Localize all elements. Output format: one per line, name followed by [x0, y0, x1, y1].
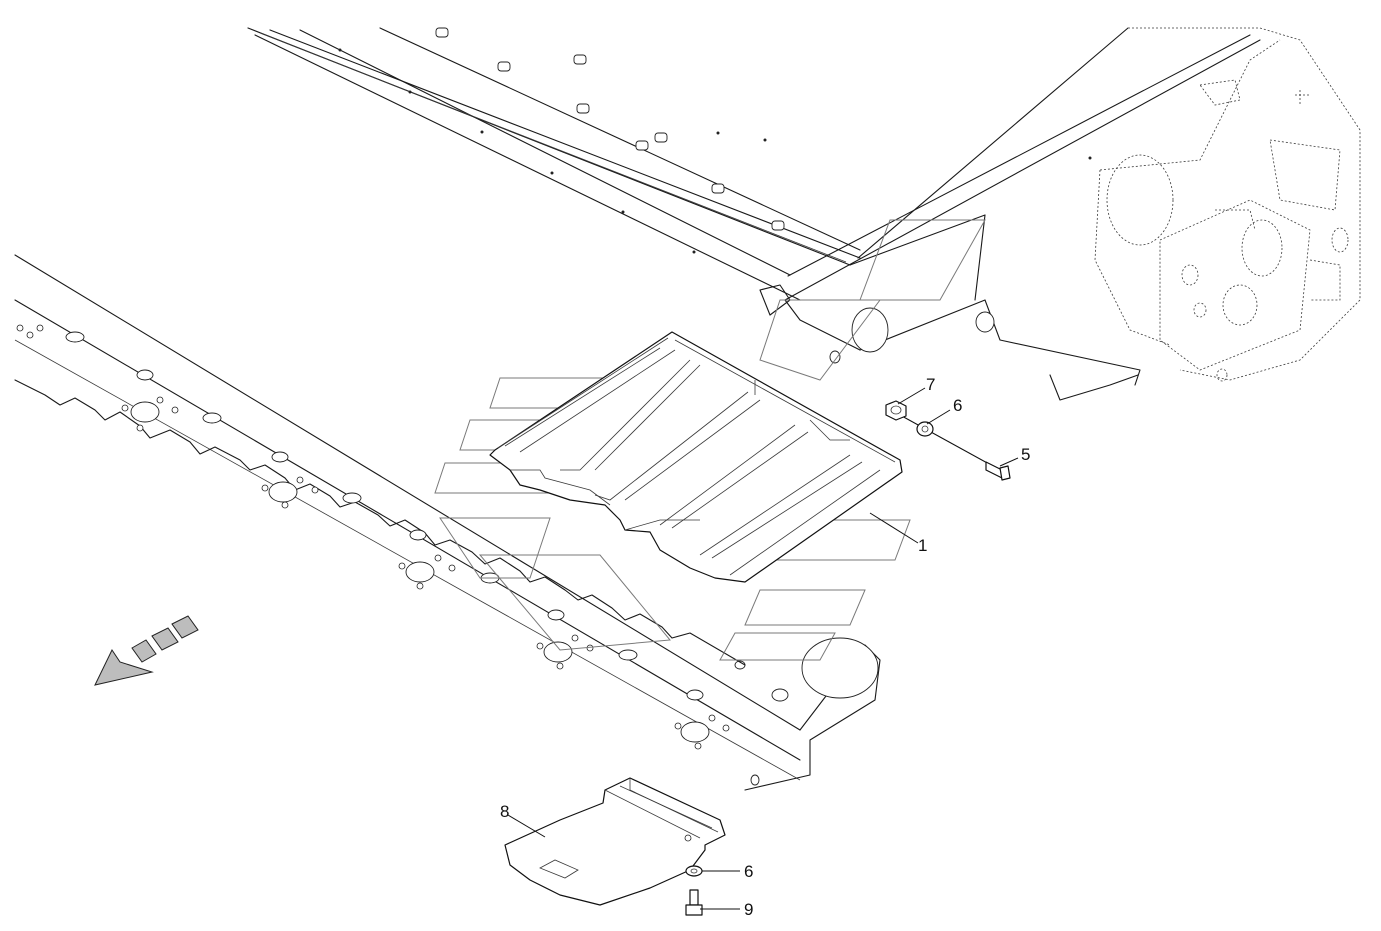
- callout-6-upper: 6: [953, 396, 962, 415]
- part-1-shield-plate: [489, 331, 903, 583]
- callout-1: 1: [918, 536, 927, 555]
- beam-slots: [435, 27, 785, 231]
- direction-arrow-icon: [94, 615, 199, 686]
- callout-7: 7: [926, 375, 935, 394]
- callout-5: 5: [1021, 445, 1030, 464]
- part-5-bolt-icon: [985, 461, 1011, 481]
- part-9-bolt-icon: [685, 889, 703, 916]
- part-6-washer-lower-icon: [685, 865, 703, 877]
- hardware-bolt-group: [885, 400, 1011, 481]
- upper-frame-beam: [247, 27, 1261, 401]
- leader-lines: [507, 387, 1019, 910]
- callout-8: 8: [500, 802, 509, 821]
- callout-6-lower: 6: [744, 862, 753, 881]
- part-6-washer-icon: [916, 421, 934, 437]
- part-7-nut-icon: [885, 400, 907, 421]
- part-8-lower-plate: [504, 777, 726, 906]
- beam-dots: [338, 48, 1092, 254]
- right-frame-assembly: [1094, 27, 1361, 382]
- bolt-clusters: [16, 324, 730, 750]
- callout-9: 9: [744, 900, 753, 919]
- cutter-bar: [14, 254, 881, 791]
